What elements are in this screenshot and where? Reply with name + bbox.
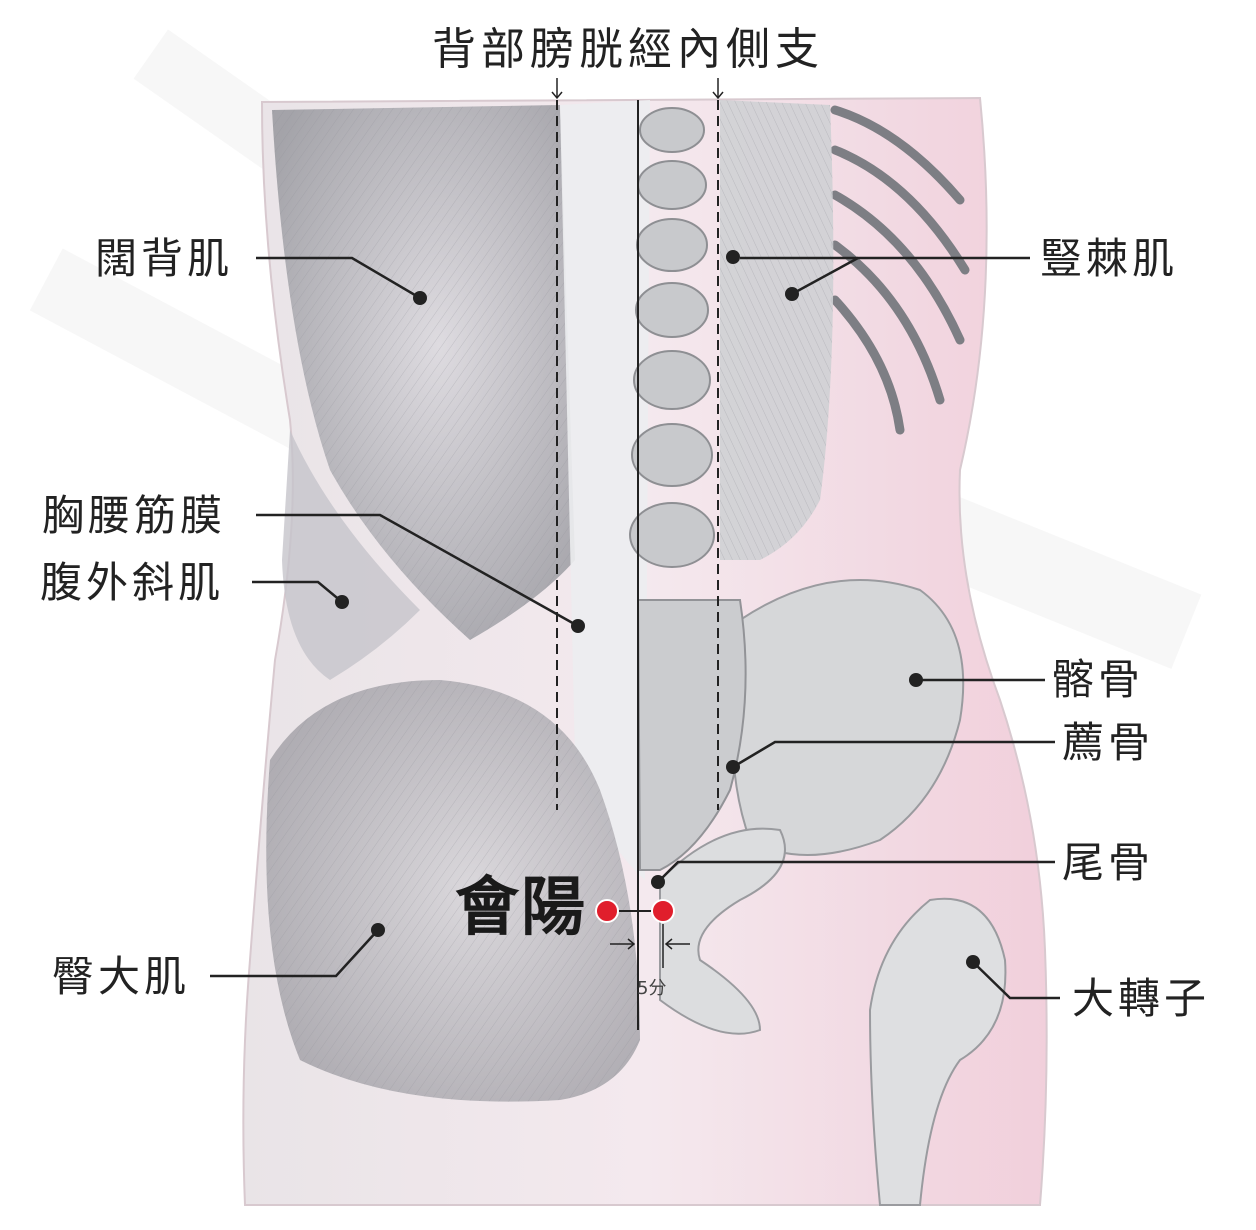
label-gluteus-maximus: 臀大肌 bbox=[52, 952, 191, 1001]
marker-dots bbox=[335, 250, 980, 969]
meridian-title: 背部膀胱經內側支 bbox=[432, 24, 824, 75]
offset-label: 5分 bbox=[637, 978, 667, 999]
label-sacrum: 薦骨 bbox=[1062, 718, 1155, 767]
pelvic-ring bbox=[659, 827, 786, 1035]
acupoint-huiyang-right[interactable] bbox=[651, 899, 675, 923]
thoracolumbar-fascia bbox=[560, 100, 650, 880]
meridian-arrows bbox=[551, 78, 724, 100]
vertebral-column bbox=[629, 107, 715, 568]
label-latissimus: 闊背肌 bbox=[95, 234, 234, 283]
label-thoracolumbar: 胸腰筋膜 bbox=[42, 491, 227, 540]
acupoint-name: 會陽 bbox=[455, 871, 587, 945]
label-erector: 豎棘肌 bbox=[1040, 234, 1179, 283]
leader-lines bbox=[210, 256, 1060, 1000]
acupoint-huiyang-left[interactable] bbox=[595, 899, 619, 923]
external-oblique-muscle bbox=[282, 430, 420, 680]
label-external-oblique: 腹外斜肌 bbox=[40, 558, 225, 607]
label-greater-trochanter: 大轉子 bbox=[1072, 974, 1211, 1023]
offset-measure bbox=[610, 924, 690, 968]
ilium-bone bbox=[731, 579, 965, 856]
label-ilium: 髂骨 bbox=[1052, 655, 1145, 704]
femur-bone bbox=[868, 897, 1007, 1206]
label-coccyx: 尾骨 bbox=[1062, 838, 1155, 887]
